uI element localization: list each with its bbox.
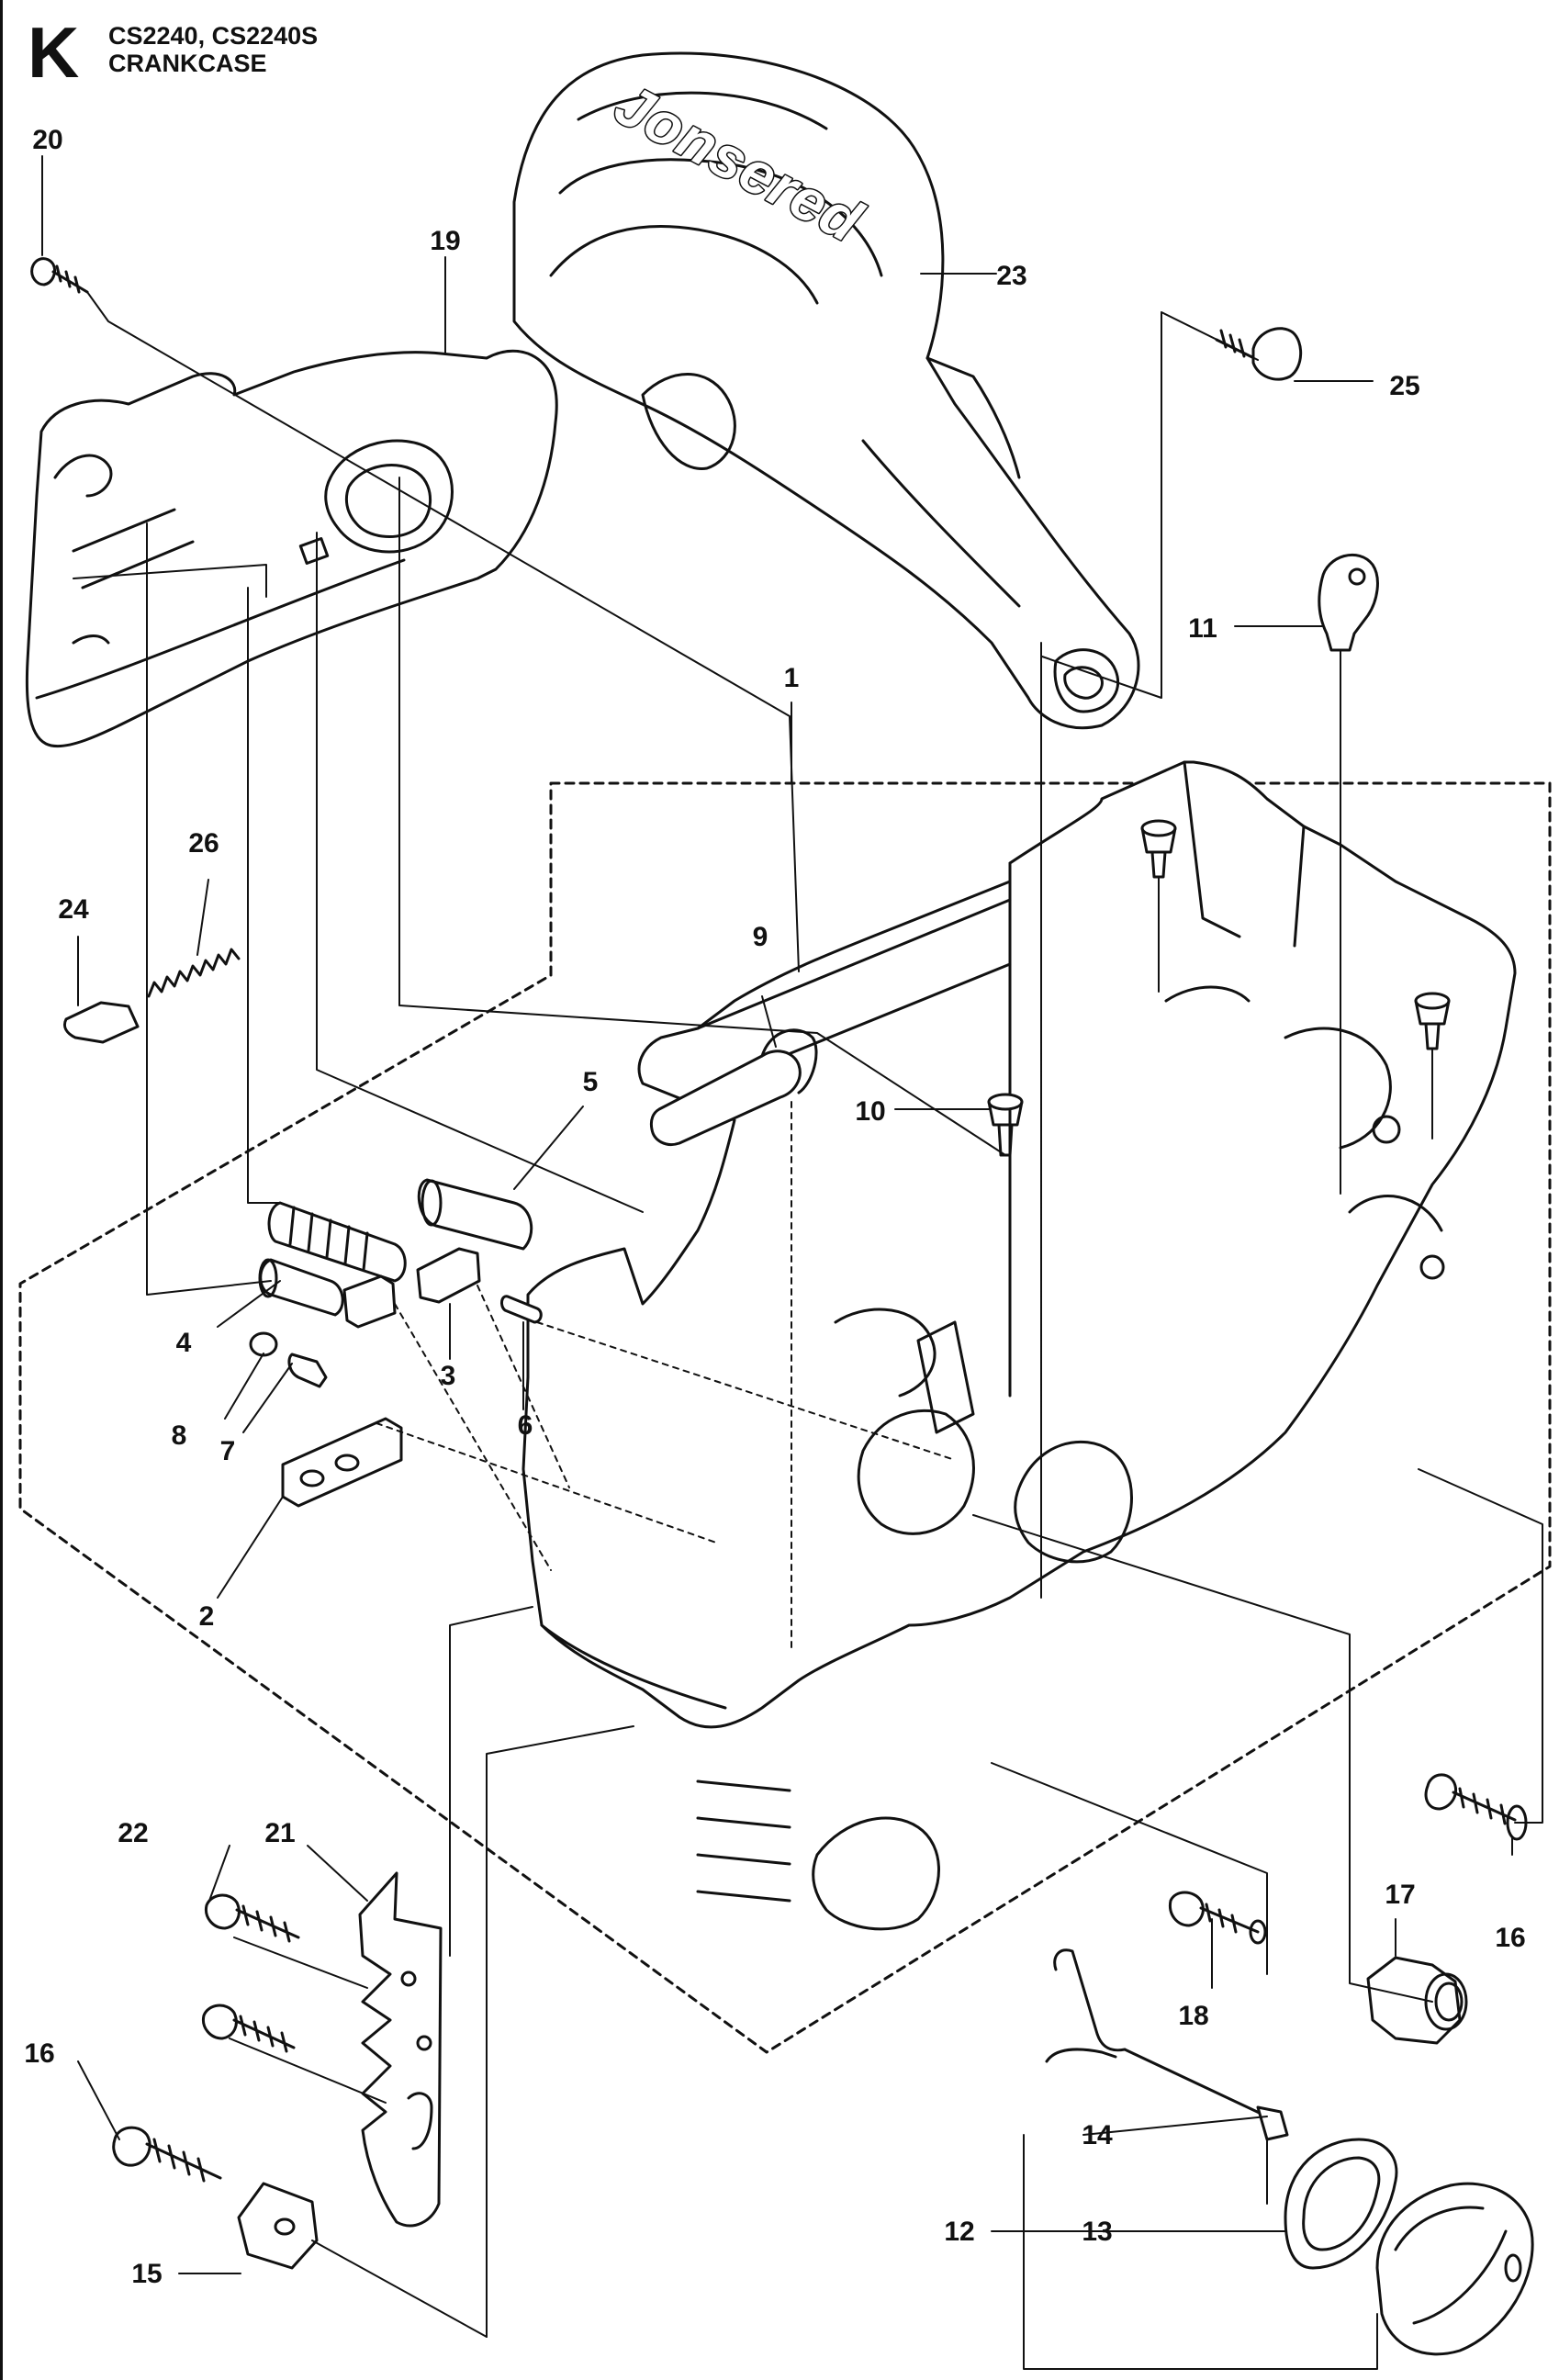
part-22-screw-lower (201, 2004, 296, 2053)
callout-c26: 26 (188, 828, 219, 859)
callout-c20: 20 (32, 125, 62, 155)
part-12-fuel-cap (1375, 2182, 1534, 2356)
callout-c9: 9 (753, 922, 768, 952)
callout-c4: 4 (176, 1328, 192, 1358)
part-4-bolt (258, 1258, 397, 1329)
part-20-screw (30, 257, 89, 294)
callout-c19: 19 (430, 226, 460, 256)
callout-c22: 22 (118, 1818, 148, 1848)
part-22-screw (204, 1893, 300, 1943)
callout-c23: 23 (996, 261, 1026, 291)
rear-handle-part-23: Jonsered (512, 51, 1140, 730)
part-7-plug (287, 1353, 328, 1388)
callout-c13: 13 (1082, 2217, 1112, 2247)
part-21-bumper-spike (358, 1871, 443, 2228)
threaded-rod (267, 1201, 407, 1283)
part-6-pin (499, 1295, 543, 1324)
part-17-plug (1366, 1956, 1468, 2045)
callout-c14: 14 (1082, 2120, 1113, 2150)
alignment-lines (86, 291, 1543, 2338)
callout-c8: 8 (172, 1420, 187, 1451)
hidden-lines (376, 1009, 1042, 1654)
side-cover-part-19 (25, 349, 558, 748)
part-16-screw-left (112, 2126, 222, 2183)
part-5-pin (417, 1178, 533, 1251)
callout-c2: 2 (199, 1601, 215, 1632)
callout-c21: 21 (264, 1818, 295, 1848)
callout-c24: 24 (58, 894, 89, 925)
part-15-bracket (237, 2182, 319, 2270)
diagram-title: CRANKCASE (108, 50, 267, 77)
part-13-seal-ring (1284, 2138, 1398, 2270)
part-18-screw (1168, 1891, 1267, 1945)
callout-c17: 17 (1385, 1880, 1415, 1910)
callout-c12: 12 (944, 2217, 974, 2247)
crankcase-part-1 (522, 760, 1517, 1931)
callout-c3: 3 (441, 1361, 456, 1391)
callout-c18: 18 (1178, 2001, 1208, 2031)
model-numbers: CS2240, CS2240S (108, 22, 319, 50)
part-24-stop (62, 1001, 140, 1044)
part-25-screw (1215, 327, 1303, 381)
callout-c11: 11 (1188, 613, 1217, 644)
page-left-border (0, 0, 3, 2380)
callout-c16a: 16 (24, 2038, 54, 2069)
callout-c1: 1 (784, 663, 800, 693)
callout-c6: 6 (518, 1410, 533, 1441)
callout-c16b: 16 (1495, 1923, 1525, 1953)
leader-lines (41, 155, 1513, 2370)
part-8-ball (249, 1331, 278, 1357)
callout-c15: 15 (131, 2259, 162, 2289)
part-11-clip (1318, 553, 1379, 652)
part-14-filter-hose (1045, 1948, 1289, 2141)
part-10-screw (987, 1093, 1024, 1157)
part-26-spring (147, 948, 241, 998)
callout-c7: 7 (220, 1436, 236, 1466)
callout-c5: 5 (583, 1067, 599, 1097)
section-letter: K (28, 12, 80, 93)
callout-c10: 10 (855, 1096, 885, 1127)
part-2-plate (281, 1417, 403, 1508)
part-3-block (416, 1247, 481, 1304)
callout-c25: 25 (1389, 371, 1419, 401)
assembly-1-boundary (18, 781, 1552, 2054)
part-16-screw-right (1424, 1773, 1528, 1841)
